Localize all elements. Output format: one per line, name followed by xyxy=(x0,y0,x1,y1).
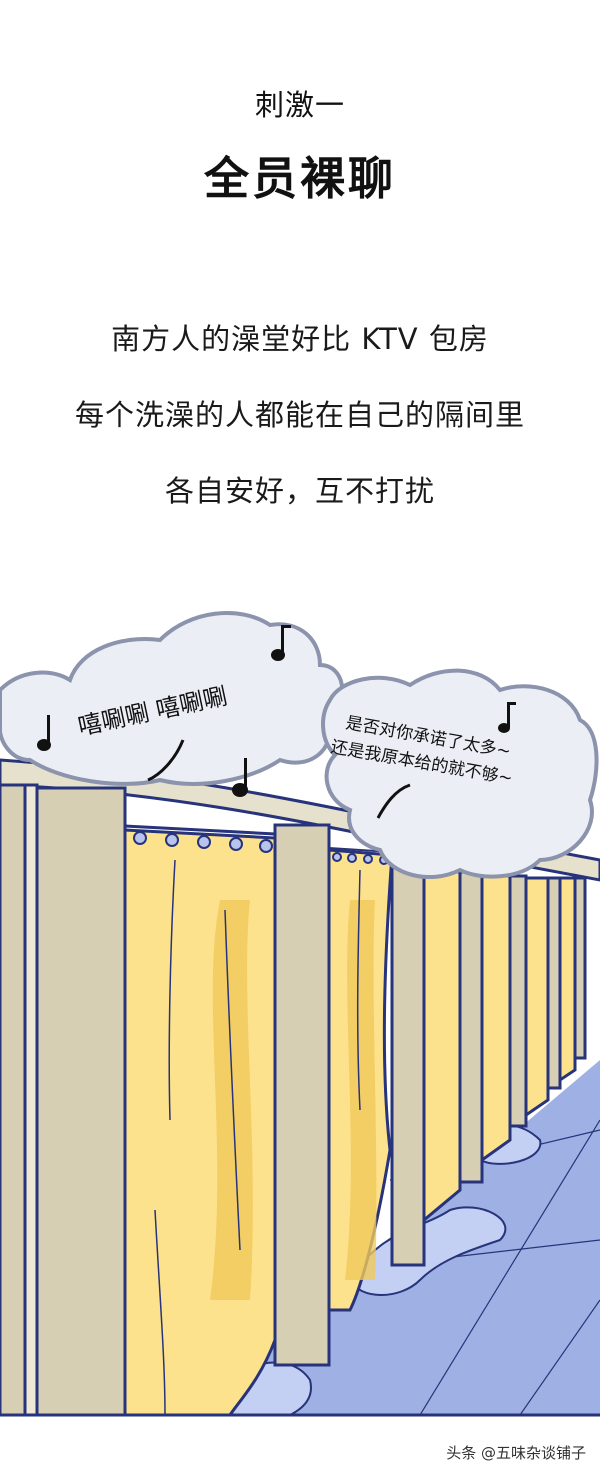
watermark: 头条 @五味杂谈铺子 xyxy=(446,1444,586,1462)
paragraph-2: 每个洗澡的人都能在自己的隔间里 xyxy=(74,398,525,432)
section-label: 刺激一 xyxy=(0,82,600,124)
page-title: 全员裸聊 xyxy=(203,152,396,205)
speech-cloud-right xyxy=(321,668,599,879)
paragraph-1: 南方人的澡堂好比 KTV 包房 xyxy=(111,322,489,356)
bathhouse-illustration: 嘻唰唰 嘻唰唰 是否对你承诺了太多~ 还是我原本给的就不够~ xyxy=(0,611,600,1417)
paragraph-3: 各自安好，互不打扰 xyxy=(164,474,435,508)
music-note-icons xyxy=(37,625,516,797)
speech-cloud-left xyxy=(0,611,345,786)
